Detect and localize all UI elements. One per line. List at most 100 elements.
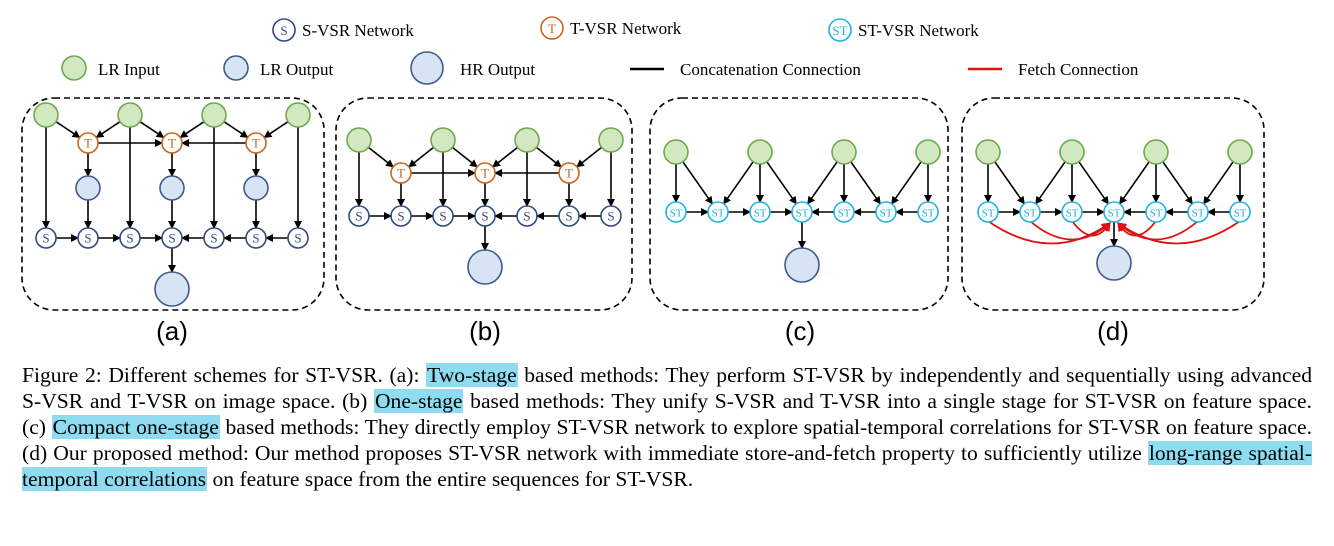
st-vsr-node xyxy=(917,201,939,223)
hr-output-node xyxy=(784,247,820,283)
lr-input-node xyxy=(514,127,540,153)
lr-input-node xyxy=(1227,139,1253,165)
lr-input-icon xyxy=(61,55,87,81)
st-vsr-node-label: ST xyxy=(1234,208,1247,220)
st-vsr-node-label: ST xyxy=(1150,208,1163,220)
st-vsr-node-label: ST xyxy=(1024,208,1037,220)
st-vsr-node xyxy=(875,201,897,223)
t-vsr-node xyxy=(390,162,412,184)
st-vsr-node xyxy=(1061,201,1083,223)
s-vsr-node-label: S xyxy=(355,209,362,224)
s-vsr-node xyxy=(474,205,496,227)
st-vsr-node-label: ST xyxy=(670,208,683,220)
s-vsr-node-label: S xyxy=(210,231,217,246)
caption-part-2: based methods: They perform ST-VSR by in… xyxy=(22,363,1312,413)
figure-caption: Figure 2: Different schemes for ST-VSR. … xyxy=(22,362,1313,492)
concat-connection xyxy=(766,161,797,205)
lr-input-node xyxy=(430,127,456,153)
concat-connection xyxy=(179,120,205,139)
t-vsr-node xyxy=(558,162,580,184)
s-vsr-node-label: S xyxy=(294,231,301,246)
legend-s-label: S-VSR Network xyxy=(302,21,414,40)
figure-diagram: S S-VSR Network T T-VSR Network ST ST-VS… xyxy=(21,16,1265,346)
legend-fetch-label: Fetch Connection xyxy=(1018,60,1139,79)
s-vsr-node-label: S xyxy=(84,231,91,246)
t-vsr-node xyxy=(77,132,99,154)
hr-output-node xyxy=(154,271,190,307)
panel-frame xyxy=(335,97,633,311)
s-vsr-node xyxy=(558,205,580,227)
legend-st-symbol: ST xyxy=(832,23,847,38)
t-network-icon xyxy=(540,16,564,40)
concat-connection xyxy=(1119,161,1150,205)
panel-a-label: (a) xyxy=(156,316,188,346)
panel-frame xyxy=(649,97,949,311)
st-vsr-node xyxy=(1103,201,1125,223)
lr-output-icon xyxy=(223,55,249,81)
fetch-connection xyxy=(987,220,1111,245)
caption-part-4: based methods: They directly employ ST-V… xyxy=(22,415,1312,465)
panel-b-label: (b) xyxy=(469,316,501,346)
st-network-icon xyxy=(828,18,852,42)
concat-connection xyxy=(492,146,519,168)
lr-input-node xyxy=(117,102,143,128)
t-vsr-node xyxy=(161,132,183,154)
hr-output-icon xyxy=(410,51,444,85)
lr-input-node xyxy=(1143,139,1169,165)
concat-connection xyxy=(1162,161,1193,205)
caption-highlight-compact-one-stage: Compact one-stage xyxy=(51,415,220,439)
lr-output-node xyxy=(75,175,101,201)
legend-t-vsr: T T-VSR Network xyxy=(540,16,682,40)
caption-highlight-one-stage: One-stage xyxy=(373,389,464,413)
legend-s-vsr: S S-VSR Network xyxy=(272,18,414,42)
s-vsr-node-label: S xyxy=(565,209,572,224)
lr-input-node xyxy=(346,127,372,153)
lr-input-node xyxy=(1059,139,1085,165)
legend-hr-output: HR Output xyxy=(410,51,535,85)
s-network-icon xyxy=(272,18,296,42)
concat-connection xyxy=(408,146,435,168)
legend-lr-output-label: LR Output xyxy=(260,60,333,79)
s-vsr-node-label: S xyxy=(42,231,49,246)
lr-input-node xyxy=(663,139,689,165)
s-vsr-node xyxy=(432,205,454,227)
t-vsr-node-label: T xyxy=(252,136,260,151)
s-vsr-node xyxy=(390,205,412,227)
concat-connection xyxy=(850,161,881,205)
lr-input-node xyxy=(285,102,311,128)
legend-lr-input-label: LR Input xyxy=(98,60,160,79)
fetch-connection xyxy=(1071,220,1111,237)
legend-concat: Concatenation Connection xyxy=(630,60,861,79)
concat-connection xyxy=(367,146,394,168)
caption-part-3: based methods: They unify S-VSR and T-VS… xyxy=(22,389,1312,439)
st-vsr-node xyxy=(1145,201,1167,223)
legend-st-label: ST-VSR Network xyxy=(858,21,979,40)
lr-input-node xyxy=(598,127,624,153)
t-vsr-node-label: T xyxy=(397,166,405,181)
s-vsr-node xyxy=(77,227,99,249)
s-vsr-node xyxy=(203,227,225,249)
st-vsr-node-label: ST xyxy=(838,208,851,220)
concat-connection xyxy=(535,146,562,168)
t-vsr-node-label: T xyxy=(84,136,92,151)
s-vsr-node-label: S xyxy=(252,231,259,246)
concat-connection xyxy=(223,120,249,139)
legend-lr-input: LR Input xyxy=(61,55,160,81)
concat-connection xyxy=(263,120,289,139)
s-vsr-node-label: S xyxy=(439,209,446,224)
st-vsr-node-label: ST xyxy=(796,208,809,220)
s-vsr-node-label: S xyxy=(397,209,404,224)
lr-input-node xyxy=(975,139,1001,165)
s-vsr-node xyxy=(35,227,57,249)
caption-highlight-two-stage: Two-stage xyxy=(426,363,518,387)
st-vsr-node-label: ST xyxy=(922,208,935,220)
st-vsr-node-label: ST xyxy=(712,208,725,220)
s-vsr-node-label: S xyxy=(523,209,530,224)
st-vsr-node xyxy=(707,201,729,223)
st-vsr-node-label: ST xyxy=(880,208,893,220)
legend-t-label: T-VSR Network xyxy=(570,19,682,38)
t-vsr-node-label: T xyxy=(481,166,489,181)
legend-lr-output: LR Output xyxy=(223,55,333,81)
